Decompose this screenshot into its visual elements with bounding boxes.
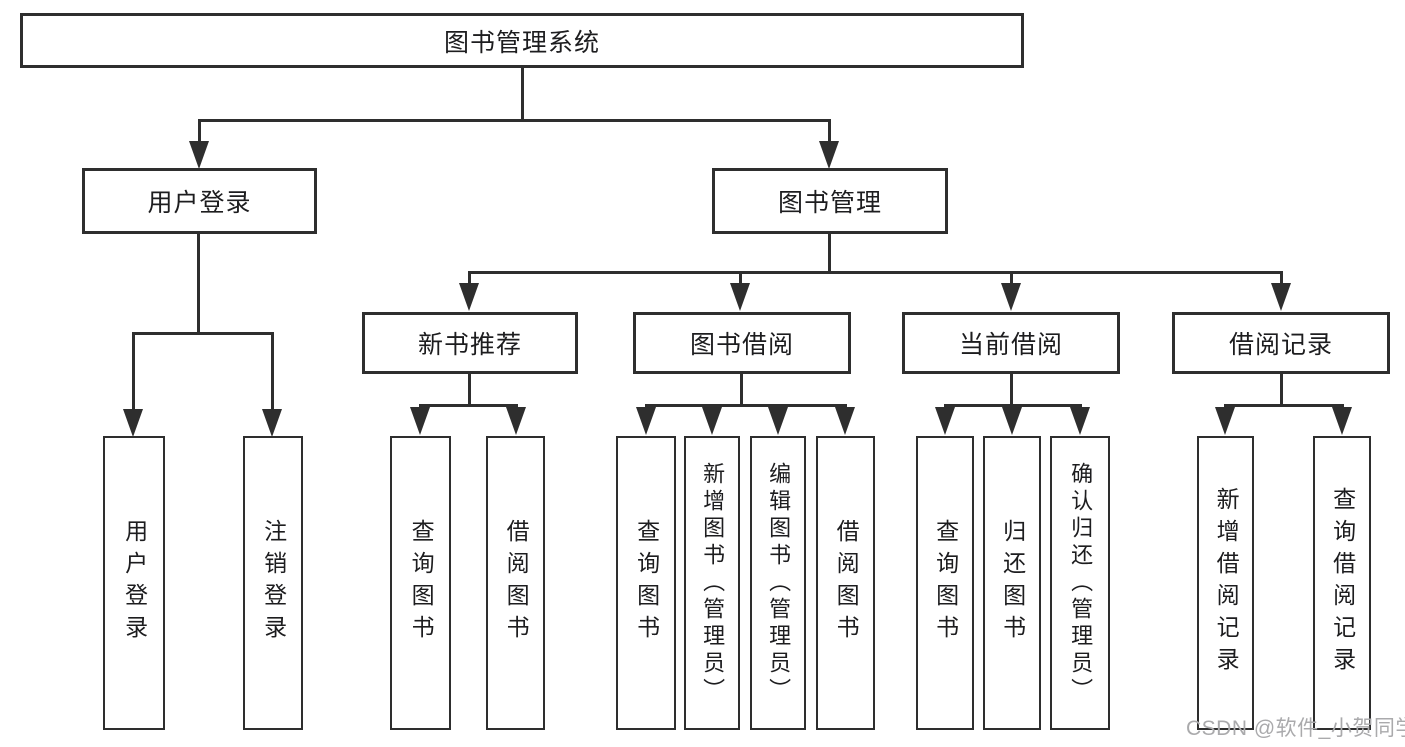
node-book-management-label: 图书管理	[777, 189, 882, 217]
node-new-book-recommend: 新书推荐	[362, 312, 578, 374]
node-current-borrowing-label: 当前借阅	[958, 331, 1063, 359]
connector-line	[198, 119, 831, 122]
leaf-br-query-record-label: 查询借阅记录	[1329, 487, 1356, 679]
arrowhead-down-icon	[702, 407, 722, 435]
connector-line	[739, 271, 742, 285]
node-borrow-records-label: 借阅记录	[1228, 331, 1333, 359]
connector-line	[828, 232, 831, 273]
node-user-login-label: 用户登录	[147, 189, 252, 217]
arrowhead-down-icon	[1002, 407, 1022, 435]
leaf-br-query-record: 查询借阅记录	[1313, 436, 1371, 730]
leaf-br-add-record-label: 新增借阅记录	[1213, 487, 1240, 679]
connector-line	[521, 68, 524, 121]
leaf-bb-borrow-books-label: 借阅图书	[833, 519, 860, 647]
connector-line	[1010, 373, 1013, 406]
connector-line	[1280, 271, 1283, 285]
connector-line	[1280, 373, 1283, 406]
connector-line	[1010, 271, 1013, 285]
connector-line	[132, 332, 135, 411]
arrowhead-down-icon	[123, 409, 143, 437]
arrowhead-down-icon	[1001, 283, 1021, 311]
arrowhead-down-icon	[835, 407, 855, 435]
leaf-bb-query-books: 查询图书	[616, 436, 676, 730]
leaf-cb-confirm-return-label: 确认归还（管理员）	[1068, 461, 1094, 705]
leaf-logout: 注销登录	[243, 436, 303, 730]
arrowhead-down-icon	[730, 283, 750, 311]
node-root: 图书管理系统	[20, 13, 1024, 68]
leaf-bb-add-books-label: 新增图书（管理员）	[700, 461, 726, 705]
connector-line	[645, 404, 846, 407]
node-user-login: 用户登录	[82, 168, 317, 234]
arrowhead-down-icon	[935, 407, 955, 435]
leaf-cb-query-books-label: 查询图书	[932, 519, 959, 647]
leaf-cb-query-books: 查询图书	[916, 436, 974, 730]
leaf-rec-borrow-books-label: 借阅图书	[503, 519, 530, 647]
arrowhead-down-icon	[189, 141, 209, 169]
connector-line	[1224, 404, 1343, 407]
leaf-user-login-label: 用户登录	[121, 519, 148, 647]
leaf-bb-query-books-label: 查询图书	[633, 519, 660, 647]
csdn-watermark: CSDN @软件_小贺同学	[1186, 717, 1405, 740]
connector-line	[198, 119, 201, 143]
leaf-rec-query-books-label: 查询图书	[408, 519, 435, 647]
leaf-cb-confirm-return: 确认归还（管理员）	[1050, 436, 1110, 730]
connector-line	[468, 271, 1282, 274]
leaf-rec-borrow-books: 借阅图书	[486, 436, 545, 730]
node-book-management: 图书管理	[712, 168, 948, 234]
arrowhead-down-icon	[1332, 407, 1352, 435]
connector-line	[271, 332, 274, 411]
arrowhead-down-icon	[459, 283, 479, 311]
arrowhead-down-icon	[768, 407, 788, 435]
arrowhead-down-icon	[506, 407, 526, 435]
arrowhead-down-icon	[1271, 283, 1291, 311]
leaf-bb-add-books: 新增图书（管理员）	[684, 436, 740, 730]
arrowhead-down-icon	[1070, 407, 1090, 435]
node-current-borrowing: 当前借阅	[902, 312, 1120, 374]
arrowhead-down-icon	[1215, 407, 1235, 435]
arrowhead-down-icon	[262, 409, 282, 437]
connector-line	[132, 332, 273, 335]
connector-line	[468, 271, 471, 285]
leaf-br-add-record: 新增借阅记录	[1197, 436, 1254, 730]
connector-line	[419, 404, 517, 407]
arrowhead-down-icon	[636, 407, 656, 435]
node-new-book-recommend-label: 新书推荐	[417, 331, 522, 359]
connector-line	[197, 232, 200, 334]
leaf-logout-label: 注销登录	[260, 519, 287, 647]
node-root-label: 图书管理系统	[443, 28, 600, 57]
node-borrow-records: 借阅记录	[1172, 312, 1390, 374]
arrowhead-down-icon	[819, 141, 839, 169]
leaf-bb-edit-books-label: 编辑图书（管理员）	[766, 461, 792, 705]
leaf-user-login: 用户登录	[103, 436, 165, 730]
leaf-bb-edit-books: 编辑图书（管理员）	[750, 436, 806, 730]
arrowhead-down-icon	[410, 407, 430, 435]
leaf-cb-return-books-label: 归还图书	[999, 519, 1026, 647]
connector-line	[828, 119, 831, 143]
leaf-bb-borrow-books: 借阅图书	[816, 436, 875, 730]
leaf-rec-query-books: 查询图书	[390, 436, 451, 730]
connector-line	[468, 373, 471, 406]
connector-line	[740, 373, 743, 406]
node-book-borrowing-label: 图书借阅	[689, 331, 794, 359]
leaf-cb-return-books: 归还图书	[983, 436, 1041, 730]
node-book-borrowing: 图书借阅	[633, 312, 851, 374]
